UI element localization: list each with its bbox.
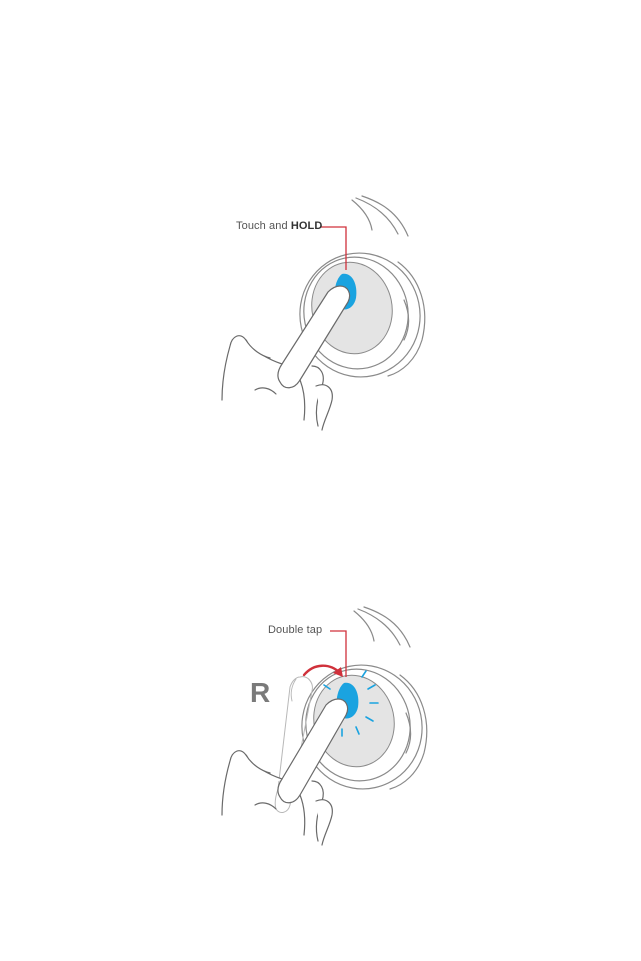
- double-tap-illustration: Double tap R: [0, 605, 641, 855]
- side-indicator-right: R: [250, 677, 270, 709]
- double-tap-label: Double tap: [268, 624, 322, 636]
- hold-illustration: Touch and HOLD: [0, 190, 641, 440]
- headphone-double-tap-drawing: [0, 605, 641, 855]
- finger-press-icon: [222, 286, 350, 430]
- hold-label-prefix: Touch and: [236, 220, 291, 232]
- finger-double-tap-icon: [222, 699, 348, 845]
- hold-label-emphasis: HOLD: [291, 220, 323, 232]
- hold-label: Touch and HOLD: [236, 220, 322, 232]
